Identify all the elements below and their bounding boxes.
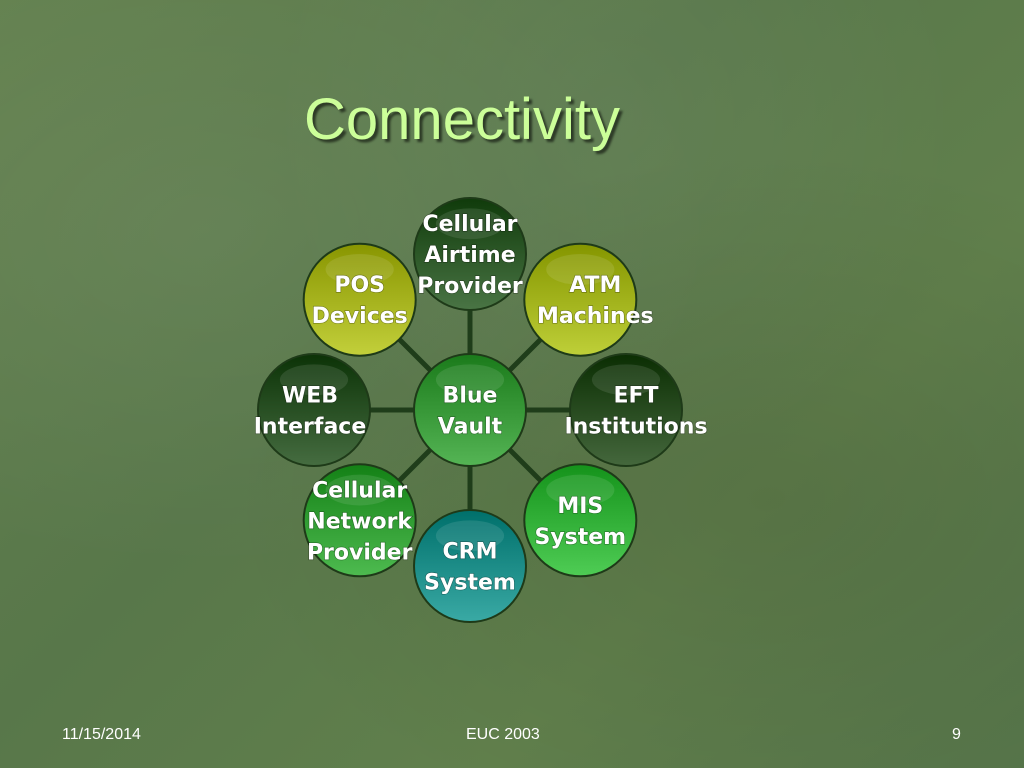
node-label-line: WEB — [282, 384, 338, 409]
node-circle — [525, 244, 636, 355]
node-highlight — [435, 520, 505, 552]
node-label-line: Airtime — [424, 243, 515, 268]
node-label-line: POS — [334, 273, 385, 298]
node-label-line: CRM — [443, 540, 498, 565]
node-atm-machines: ATM Machines — [523, 242, 654, 357]
node-label-line: Interface — [254, 415, 367, 440]
node-circle — [525, 465, 636, 576]
footer-center-text: EUC 2003 — [466, 726, 540, 743]
node-label-line: Cellular — [422, 212, 517, 237]
node-label-line: Network — [307, 509, 413, 534]
node-circle — [259, 355, 369, 465]
footer-date: 11/15/2014 — [62, 726, 141, 743]
node-label-line: Institutions — [564, 415, 707, 440]
node-label-line: Provider — [417, 274, 523, 299]
node-label-line: MIS — [557, 494, 603, 519]
node-pos-devices: POS Devices — [302, 242, 417, 357]
node-circle — [415, 199, 525, 309]
node-circle — [304, 465, 415, 576]
node-label-line: Blue — [443, 384, 498, 409]
node-label-line: Devices — [312, 304, 408, 329]
node-label-line: Cellular — [312, 478, 407, 503]
node-label-line: EFT — [613, 384, 658, 409]
node-circle — [571, 355, 681, 465]
node-highlight — [435, 208, 505, 240]
node-highlight — [435, 364, 505, 396]
node-mis-system: MIS System — [523, 463, 638, 578]
node-highlight — [591, 364, 661, 396]
node-circle — [415, 511, 525, 621]
node-label-line: Machines — [537, 304, 654, 329]
slide-title: Connectivity — [304, 87, 620, 152]
node-label-line: ATM — [569, 273, 621, 298]
node-circle — [304, 244, 415, 355]
footer-page-number: 9 — [952, 726, 961, 743]
node-eft-institutions: EFT Institutions — [564, 353, 708, 467]
node-highlight — [325, 254, 394, 285]
node-label-line: Provider — [307, 540, 413, 565]
node-crm-system: CRM System — [413, 509, 527, 623]
node-label-line: System — [534, 525, 626, 550]
node-highlight — [546, 254, 615, 285]
node-web-interface: WEB Interface — [253, 353, 371, 467]
node-highlight — [325, 474, 394, 506]
node-highlight — [546, 474, 615, 506]
node-highlight — [279, 364, 349, 396]
node-label-line: Vault — [438, 415, 503, 440]
node-label-line: System — [424, 571, 516, 596]
node-circle — [415, 355, 525, 465]
